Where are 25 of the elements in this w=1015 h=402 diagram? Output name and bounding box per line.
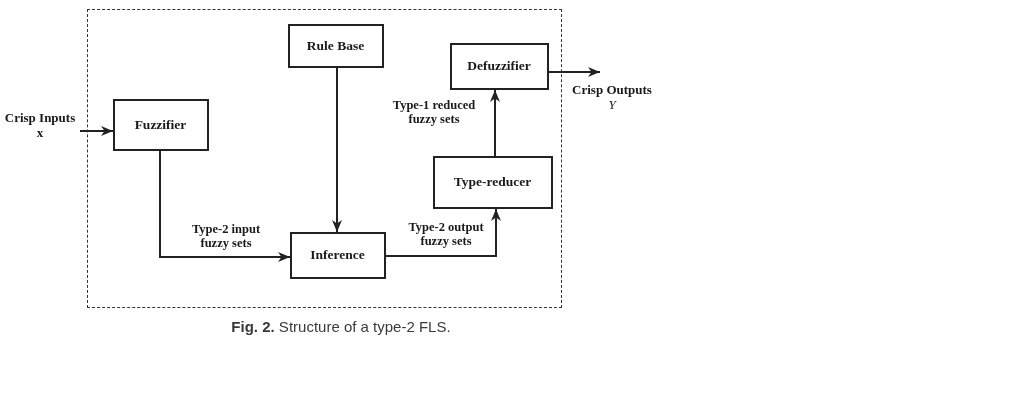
arrow [385, 208, 501, 257]
edge-label: Type-1 reduced fuzzy sets [391, 98, 477, 126]
arrow [548, 67, 601, 77]
edge-label: Type-2 input fuzzy sets [190, 222, 262, 250]
variable-label: x [36, 124, 44, 140]
system-boundary [87, 9, 562, 308]
process-box [289, 231, 386, 279]
arrow [490, 89, 500, 157]
signal-label: Crisp Inputs [4, 109, 76, 125]
process-box [432, 155, 553, 209]
process-box [112, 98, 209, 151]
variable-label: Y [608, 97, 616, 112]
process-box [449, 42, 549, 90]
signal-label: Crisp Outputs [572, 82, 652, 97]
arrow [159, 150, 291, 262]
box-label: Defuzzifier [467, 58, 531, 74]
arrow [79, 126, 114, 136]
arrow [332, 67, 342, 233]
figure-caption: Fig. 2. Structure of a type-2 FLS. [231, 318, 451, 335]
edge-label: Type-2 output fuzzy sets [407, 220, 485, 248]
box-label: Type-reducer [453, 174, 532, 190]
box-label: Fuzzifier [134, 116, 187, 133]
process-box [287, 23, 384, 68]
box-label: Inference [310, 247, 365, 263]
box-label: Rule Base [306, 37, 365, 54]
